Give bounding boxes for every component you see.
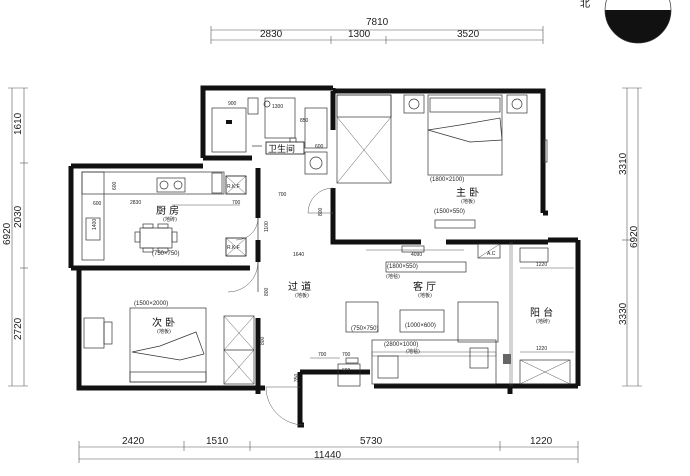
right-dimensions: 3310 3330 6920 — [618, 87, 642, 387]
dim-bottom-seg-2: 1510 — [206, 436, 229, 447]
bathroom: 900 1300 600 850 卫生间 — [211, 97, 328, 175]
kitchen-rkf-label: R.K.F — [227, 184, 240, 190]
living-room: 4090 A.C (1800×550) (地毯) 过 道 (地板) 客 厅 (地… — [260, 243, 501, 387]
top-dimensions: 7810 2830 1300 3520 — [210, 17, 544, 44]
sofa-note: (地毯) — [406, 348, 420, 355]
dim-top-total: 7810 — [366, 17, 389, 28]
kitchen: R.K.F R.K.F 700 2830 1400 600 600 厨 房 (地… — [81, 171, 247, 261]
interior-doors: 700 800 1100 1640 800 350 — [227, 187, 334, 426]
bottom-dimensions: 2420 1510 5730 1220 11440 — [78, 436, 579, 463]
dim-left-seg-2: 2030 — [13, 205, 24, 228]
entry-dim-800: 800 — [260, 336, 266, 345]
dim-bottom-seg-4: 1220 — [530, 436, 553, 447]
dim-right-seg-1: 3310 — [618, 152, 629, 175]
dim-right-total: 6920 — [629, 225, 640, 248]
room-name-second: 次 卧 — [152, 316, 175, 329]
kitchen-dim-600: 600 — [112, 181, 118, 190]
entry-dim-700-b: 700 — [342, 352, 351, 358]
master-floor-note: (地板) — [461, 198, 475, 205]
dim-left-total: 6920 — [2, 222, 13, 245]
kitchen-dim-1400: 1400 — [92, 219, 98, 230]
room-name-kitchen: 厨 房 — [156, 204, 179, 217]
dim-top-seg-2: 1300 — [348, 29, 371, 40]
kitchen-dim-2830: 2830 — [130, 200, 141, 206]
balcony: 1220 1220 阳 台 (地砖) — [503, 242, 574, 386]
living-floor-note: (地板) — [418, 292, 432, 299]
left-dimensions: 6920 1610 2030 2720 — [2, 87, 28, 387]
master-rug-size: (1500×550) — [434, 209, 465, 215]
dim-bottom-seg-1: 2420 — [122, 436, 145, 447]
second-bed-size: (1500×2000) — [134, 301, 168, 307]
bath-dim-1300: 1300 — [272, 104, 283, 110]
dim-left-seg-1: 1610 — [13, 112, 24, 135]
bath-dim-600: 600 — [315, 144, 324, 150]
corr-dim-1100: 1100 — [264, 221, 270, 232]
compass-icon — [605, 10, 671, 43]
corr-dim-800-b: 800 — [264, 287, 270, 296]
entry-dim-700: 700 — [318, 352, 327, 358]
living-table-small-size: (750×750) — [351, 326, 379, 332]
dim-right-seg-2: 3330 — [618, 302, 629, 325]
room-name-master: 主 卧 — [456, 186, 479, 199]
second-bedroom: (1500×2000) 次 卧 (地板) — [83, 301, 255, 385]
room-name-living: 客 厅 — [413, 280, 436, 293]
balcony-floor-note: (地砖) — [536, 318, 550, 325]
master-bed-size: (1800×2100) — [430, 177, 464, 183]
dim-bottom-seg-3: 5730 — [360, 436, 383, 447]
dim-top-seg-3: 3520 — [457, 29, 480, 40]
room-name-bathroom: 卫生间 — [268, 143, 295, 155]
living-table-large-size: (1000×600) — [405, 323, 436, 329]
walls — [68, 85, 581, 428]
compass: 北 — [580, 0, 672, 44]
kitchen-dim-700: 700 — [232, 200, 241, 206]
second-floor-note: (地板) — [157, 328, 171, 335]
tv-cabinet-size: (1800×550) — [387, 264, 418, 270]
dim-left-seg-3: 2720 — [13, 317, 24, 340]
dim-bottom-total: 11440 — [314, 450, 342, 461]
corr-dim-800: 800 — [318, 207, 324, 216]
bath-dim-900: 900 — [228, 101, 237, 107]
entry-dim-350: 350 — [294, 373, 300, 382]
corridor-floor-note: (地板) — [295, 292, 309, 299]
master-bedroom: (1800×2100) 主 卧 (地板) (1500×550) — [336, 94, 548, 229]
kitchen-dim-600-b: 600 — [93, 201, 102, 207]
kitchen-floor-note: (地砖) — [163, 216, 177, 223]
entry-dim-600: 600 — [342, 368, 351, 374]
kitchen-table-size: (750×750) — [152, 251, 180, 257]
room-name-corridor: 过 道 — [288, 280, 311, 293]
compass-label: 北 — [580, 0, 590, 10]
kitchen-rkf-label-2: R.K.F — [227, 245, 240, 251]
dim-top-seg-1: 2830 — [260, 29, 283, 40]
living-dim-4090: 4090 — [411, 252, 422, 258]
corr-dim-700: 700 — [278, 192, 287, 198]
balcony-dim-1220-b: 1220 — [536, 346, 547, 352]
tv-cabinet-note: (地毯) — [386, 273, 400, 280]
ac-label: A.C — [487, 251, 496, 257]
room-name-balcony: 阳 台 — [530, 306, 553, 319]
bath-dim-850: 850 — [300, 118, 309, 124]
corr-dim-1640: 1640 — [293, 252, 304, 258]
balcony-dim-1220-a: 1220 — [536, 262, 547, 268]
sofa-size: (2800×1000) — [384, 342, 418, 348]
